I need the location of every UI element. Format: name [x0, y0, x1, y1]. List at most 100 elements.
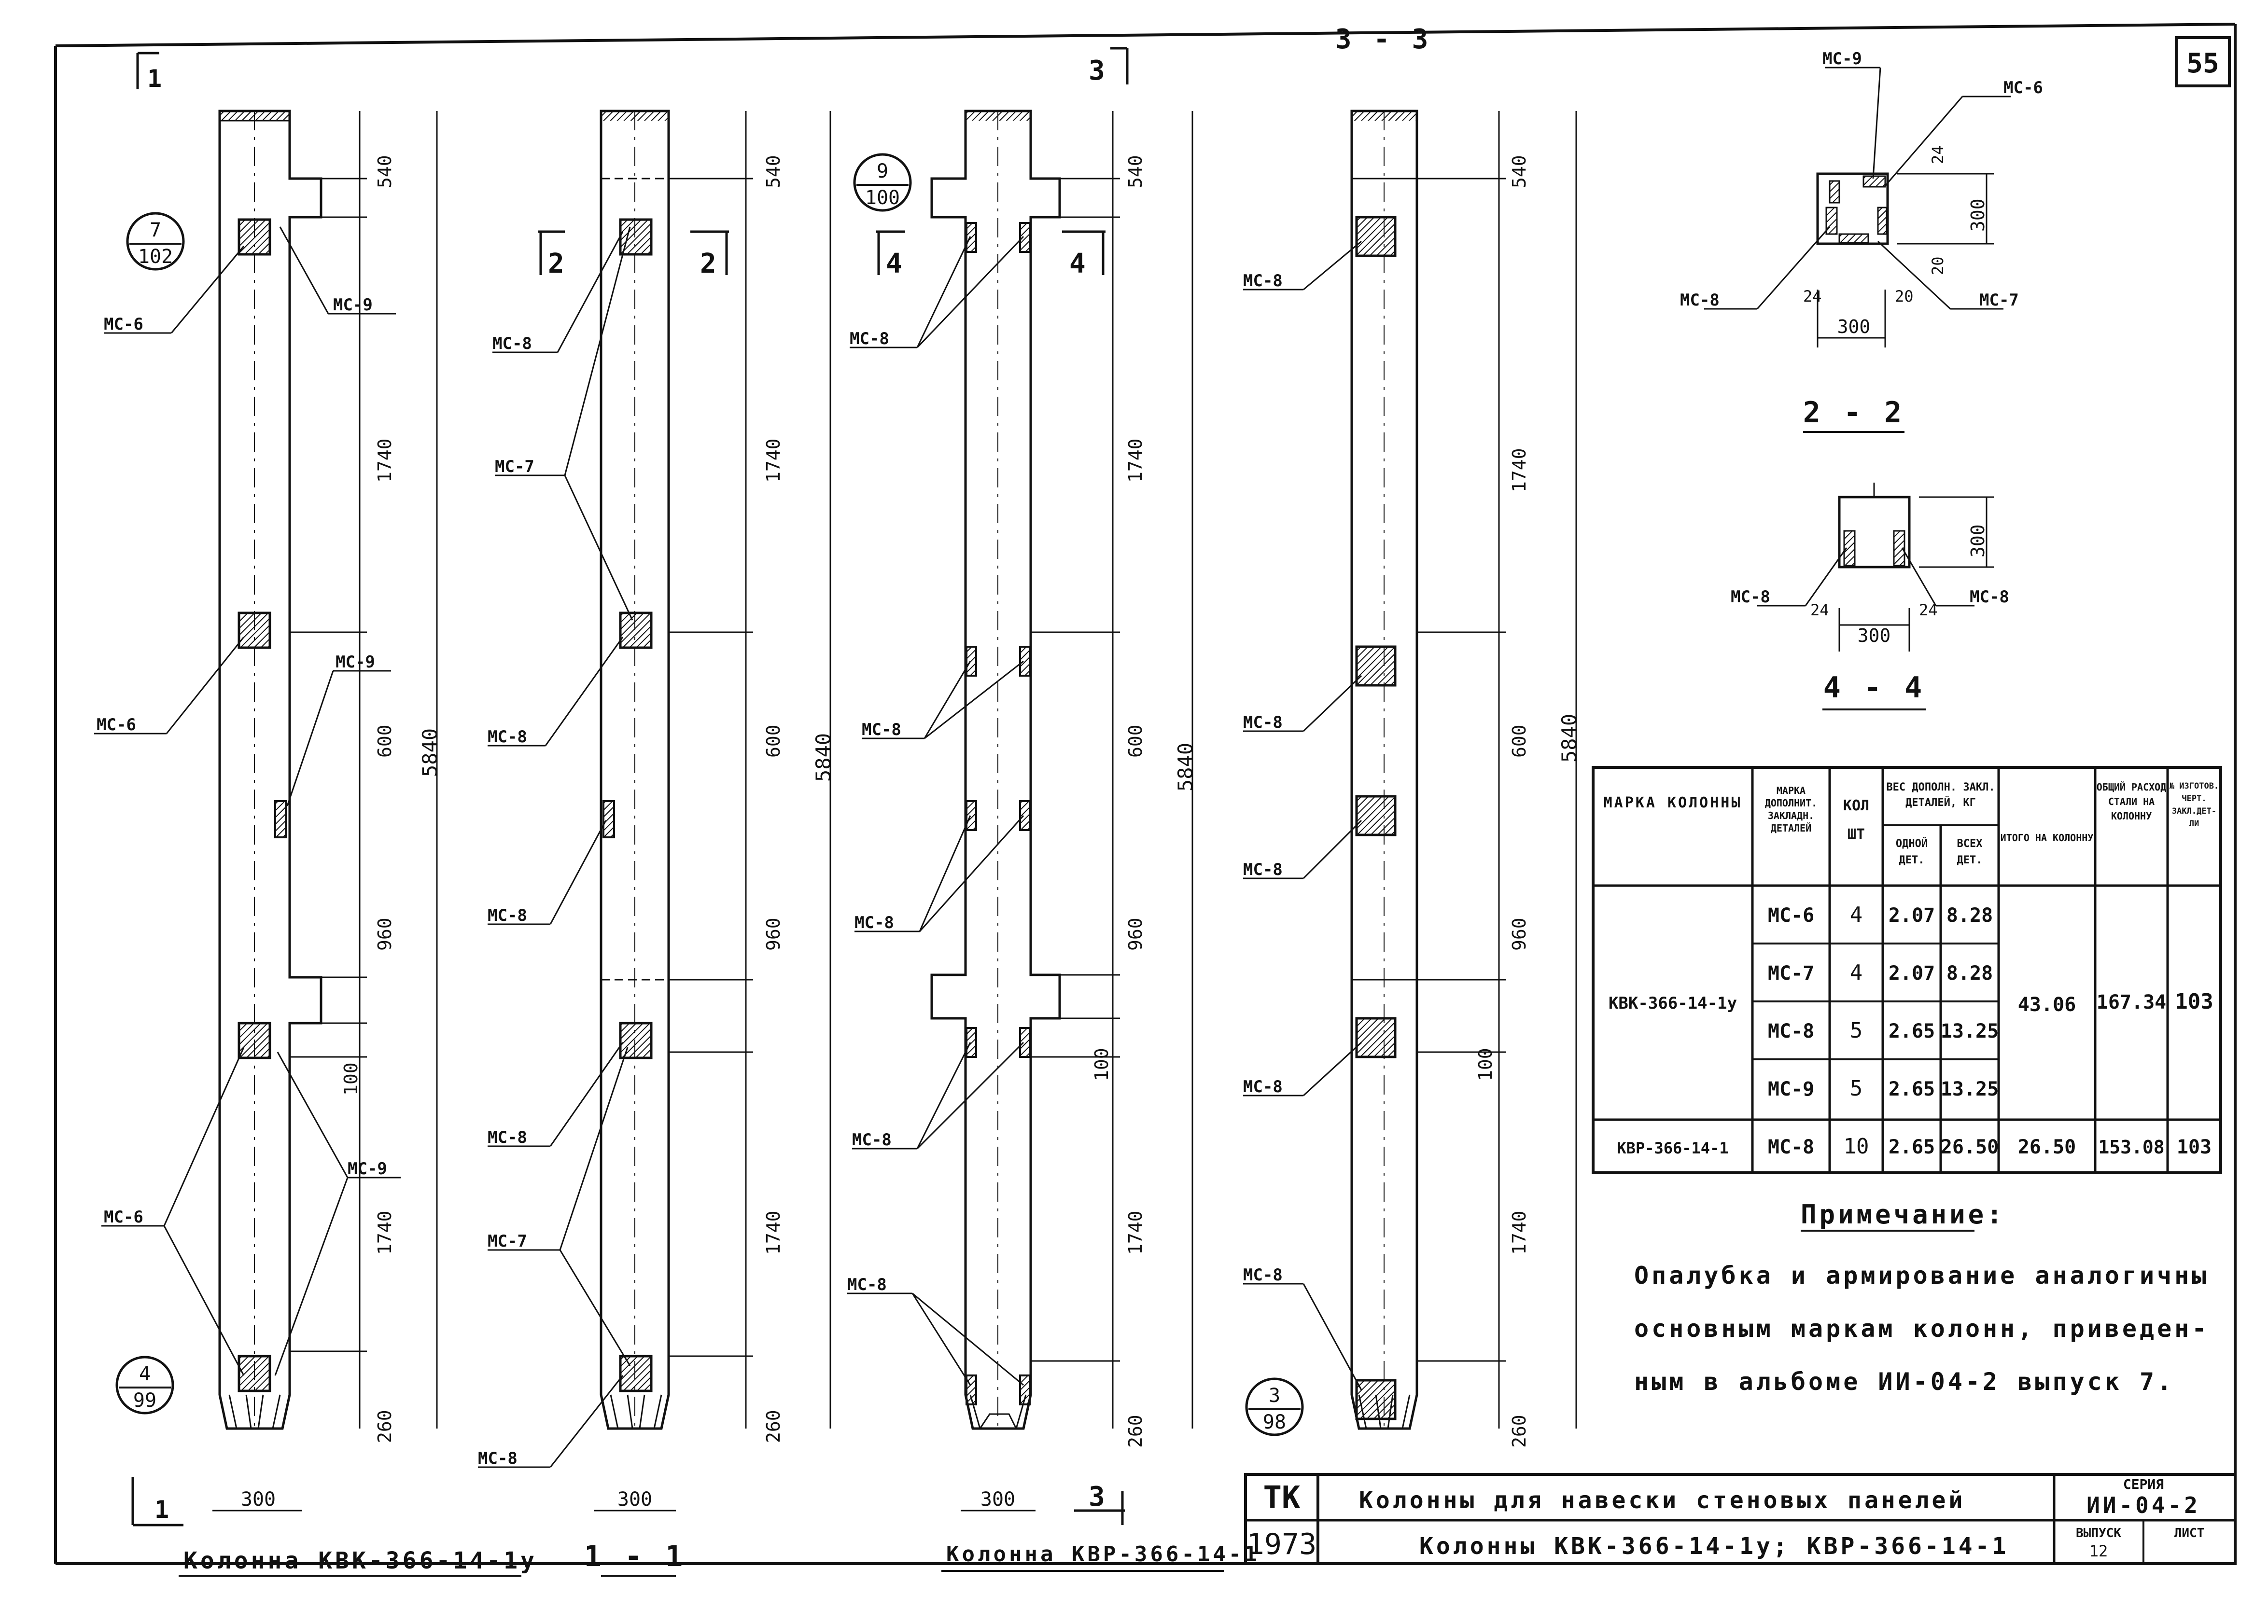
title-block-title-2: Колонны КВК-366-14-1у; КВР-366-14-1: [1419, 1533, 2009, 1560]
column-section-3-3-top-hatch: [1352, 111, 1417, 121]
svg-text:4: 4: [1850, 960, 1863, 985]
table-header-obshiy: ОБЩИЙ РАСХОД СТАЛИ НА КОЛОННУ: [2097, 781, 2167, 822]
column-section-1-1-top-hatch: [601, 111, 669, 121]
dim-5840: 5840: [1557, 714, 1581, 763]
section-4-4-drawing: [1757, 483, 1994, 652]
part-label-mc8: МС-8: [1243, 1077, 1283, 1097]
callout-9-100: 9 100: [853, 153, 912, 212]
svg-text:153.08: 153.08: [2098, 1137, 2164, 1158]
svg-text:МС-8: МС-8: [1768, 1136, 1814, 1158]
section-mark-3-label: 3: [1089, 55, 1105, 86]
part-label-mc7: МС-7: [488, 1232, 527, 1251]
dim-600: 600: [1509, 724, 1530, 758]
svg-text:МС-6: МС-6: [1768, 904, 1814, 927]
dim-260: 260: [374, 1410, 395, 1443]
callout-7-102: 7 102: [126, 212, 185, 271]
part-label-mc8: МС-8: [488, 1128, 527, 1147]
table-cell-itogo: 43.06: [2018, 994, 2076, 1016]
caption-section-3-3: 3 - 3: [1335, 24, 1431, 55]
dim-100: 100: [1091, 1048, 1112, 1081]
title-block-year: 1973: [1247, 1527, 1317, 1561]
section-mark-2: [538, 230, 729, 275]
part-label-mc8: МС-8: [478, 1449, 518, 1468]
title-block-title-1: Колонны для навески стеновых панелей: [1359, 1487, 1965, 1514]
svg-text:102: 102: [138, 246, 173, 268]
table-header-marka: МАРКА КОЛОННЫ: [1604, 794, 1740, 811]
svg-text:МС-9: МС-9: [1768, 1078, 1814, 1100]
table-header-nomer: № ИЗГОТОВ. ЧЕРТ. ЗАКЛ.ДЕТ-ЛИ: [2170, 781, 2219, 829]
dim-300: 300: [617, 1488, 652, 1511]
svg-text:5: 5: [1850, 1076, 1863, 1101]
caption-section-1-1: 1 - 1: [584, 1540, 686, 1573]
part-label-mc8: МС-8: [1731, 587, 1770, 607]
caption-column-kvr: Колонна КВР-366-14-1: [946, 1542, 1260, 1567]
column-section-3-3: [1350, 110, 1418, 1430]
title-block-seria: ИИ-04-2: [2086, 1492, 2200, 1518]
dim-540: 540: [1509, 155, 1530, 188]
svg-text:100: 100: [865, 187, 900, 209]
column-section-1-1-leaders: [478, 226, 633, 1468]
table-cell-nomer: 103: [2175, 989, 2213, 1014]
table-row: МС-9 5 2.65 13.25: [1768, 1076, 1999, 1101]
dim-24: 24: [1803, 287, 1822, 305]
part-label-mc6: МС-6: [104, 315, 143, 334]
dim-1740: 1740: [1125, 438, 1146, 483]
dim-960: 960: [1509, 917, 1530, 951]
svg-text:8.28: 8.28: [1946, 962, 1993, 985]
dim-260: 260: [1125, 1415, 1146, 1448]
section-mark-1-top: [136, 52, 159, 89]
title-block: [1244, 1473, 2237, 1565]
part-label-mc6: МС-6: [97, 715, 136, 735]
svg-text:2.07: 2.07: [1889, 904, 1935, 927]
title-block-org: ТК: [1263, 1480, 1301, 1516]
dim-5840: 5840: [812, 733, 835, 782]
callout-3-98: 3 98: [1245, 1377, 1304, 1436]
table-header-itogo: ИТОГО НА КОЛОННУ: [2001, 832, 2094, 844]
part-label-mc8: МС-8: [847, 1275, 887, 1294]
column-kvr-top-hatch: [966, 111, 1031, 121]
svg-text:2.07: 2.07: [1889, 962, 1935, 985]
table-cell-obshiy: 167.34: [2097, 991, 2167, 1013]
svg-text:26.50: 26.50: [1941, 1136, 1999, 1158]
svg-text:99: 99: [133, 1389, 156, 1412]
part-label-mc6: МС-6: [104, 1208, 143, 1227]
section-mark-4-label: 4: [886, 248, 902, 279]
column-kvr-dimensions: [961, 111, 1193, 1512]
section-mark-2-label: 2: [548, 248, 564, 279]
section-mark-1-label: 1: [154, 1496, 169, 1524]
part-label-mc8: МС-8: [854, 913, 894, 932]
column-kvr-plates: [966, 222, 1031, 1405]
dim-960: 960: [1125, 917, 1146, 951]
section-2-2-drawing: [1704, 67, 2011, 347]
table-header-kol: КОЛ ШТ: [1843, 797, 1869, 843]
dim-540: 540: [374, 155, 395, 188]
svg-text:4: 4: [1850, 902, 1863, 927]
part-label-mc8: МС-8: [1243, 713, 1283, 732]
svg-text:13.25: 13.25: [1941, 1078, 1999, 1100]
sheet-number-box: [2175, 36, 2231, 87]
dim-300: 300: [1837, 316, 1871, 337]
title-block-vypusk: 12: [2089, 1542, 2108, 1560]
part-label-mc8: МС-8: [850, 329, 889, 348]
svg-text:10: 10: [1844, 1134, 1869, 1159]
column-section-3-3-dimensions: [1417, 111, 1577, 1429]
sheet-frame: [54, 23, 2237, 1565]
part-label-mc9: МС-9: [336, 652, 375, 672]
note-line-1: Опалубка и армирование аналогичны: [1634, 1262, 2209, 1290]
column-section-1-1-dimensions: [594, 111, 831, 1512]
note-line-3: ным в альбоме ИИ-04-2 выпуск 7.: [1634, 1368, 2174, 1396]
part-label-mc6: МС-6: [2003, 78, 2043, 97]
section-mark-3-label: 3: [1089, 1481, 1105, 1513]
note-title: Примечание:: [1801, 1199, 2005, 1230]
part-label-mc8: МС-8: [862, 720, 901, 739]
title-block-vypusk-label: ВЫПУСК: [2076, 1526, 2121, 1541]
svg-text:5: 5: [1850, 1018, 1863, 1043]
dim-960: 960: [763, 917, 784, 951]
caption-column-kvk: Колонна КВК-366-14-1у: [183, 1547, 537, 1574]
sheet-number: 55: [2186, 48, 2219, 79]
svg-text:9: 9: [877, 160, 888, 182]
section-mark-1-label: 1: [147, 65, 162, 93]
part-label-mc8: МС-8: [1970, 587, 2009, 607]
dim-1740: 1740: [374, 438, 395, 483]
table-row: МС-6 4 2.07 8.28: [1768, 902, 1993, 927]
